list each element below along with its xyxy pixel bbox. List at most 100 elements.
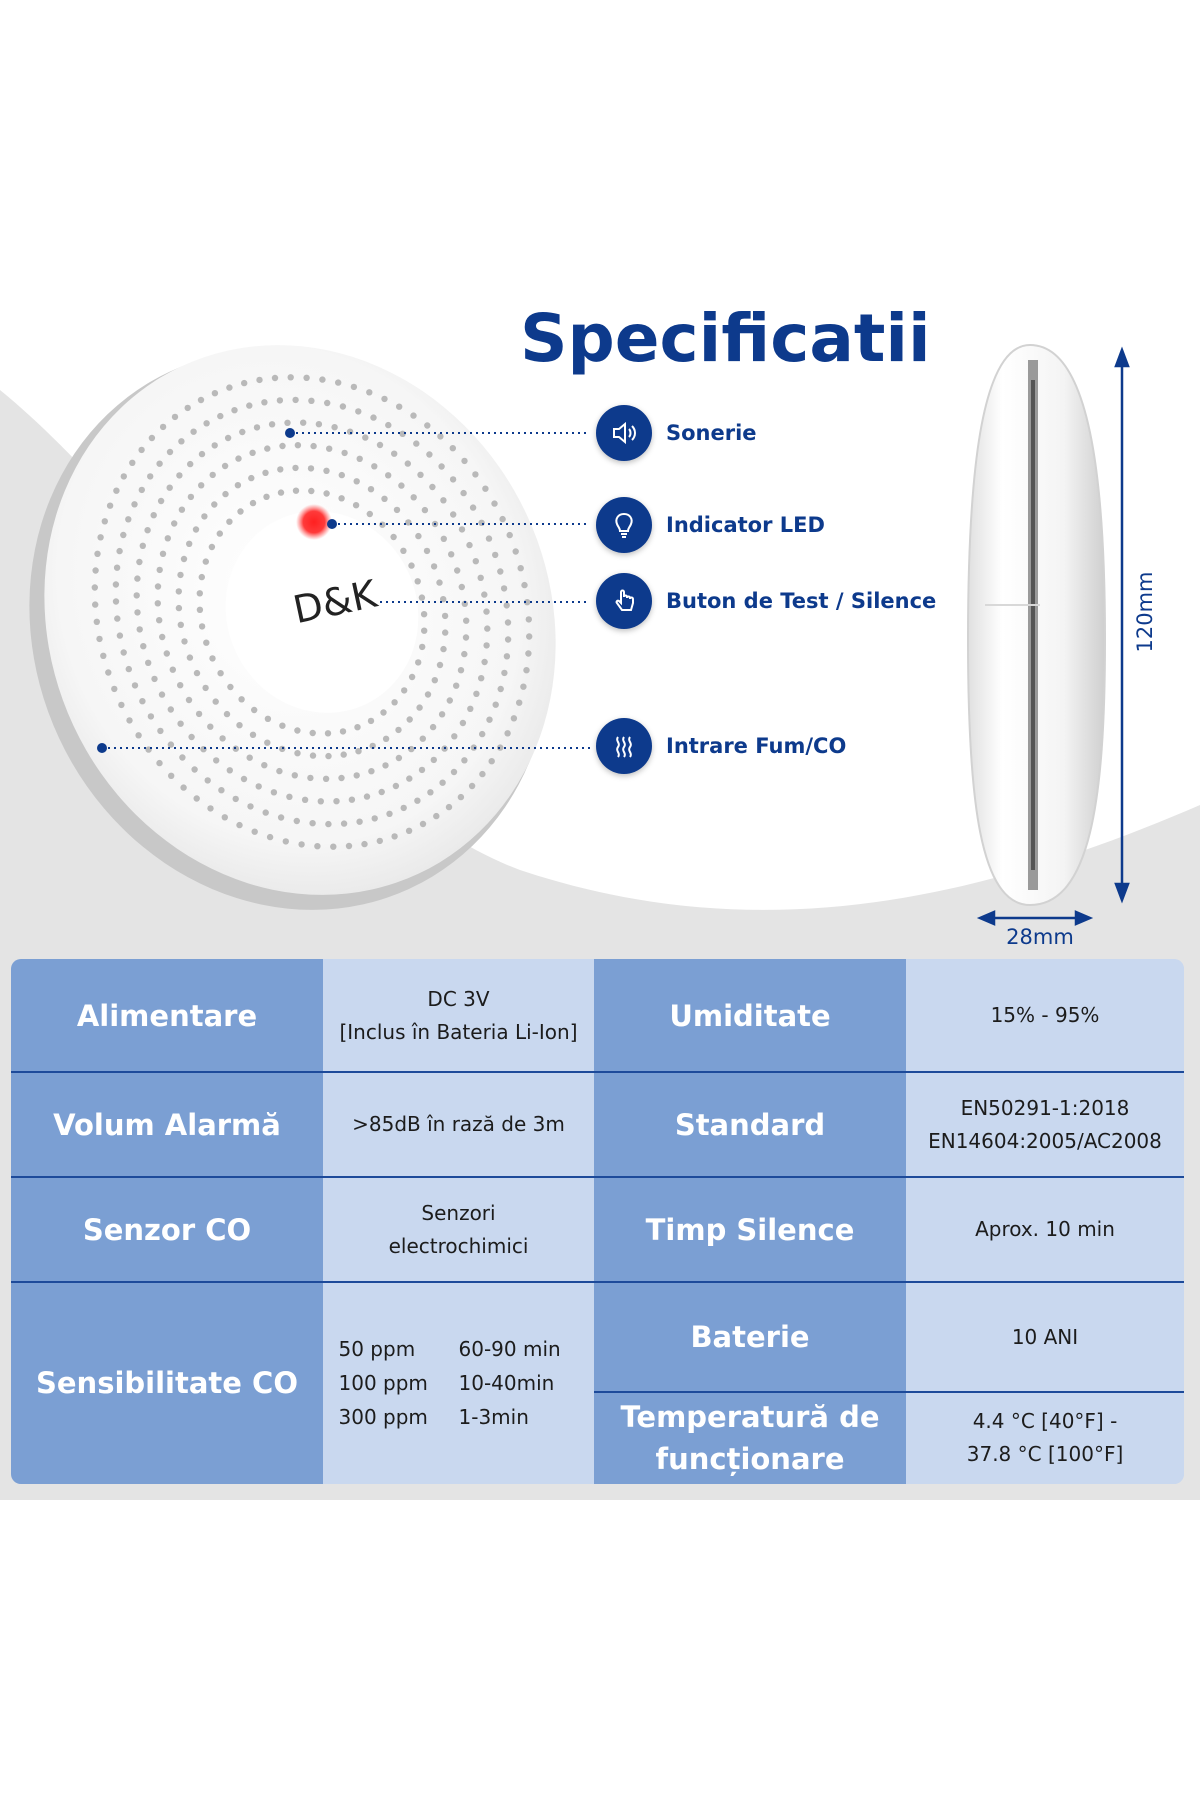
perforation-dot bbox=[92, 567, 99, 574]
perforation-dot bbox=[330, 843, 337, 850]
perforation-dot bbox=[497, 685, 504, 693]
detector-front-view bbox=[29, 345, 556, 910]
perforation-dot bbox=[395, 726, 402, 734]
perforation-dot bbox=[423, 547, 431, 555]
spec-value-volum: >85dB în rază de 3m bbox=[323, 1072, 594, 1177]
perforation-dot bbox=[111, 685, 118, 693]
perforation-dot bbox=[125, 665, 132, 673]
perforation-dot bbox=[164, 535, 171, 542]
perforation-dot bbox=[282, 838, 289, 845]
perforation-dot bbox=[472, 558, 479, 565]
perforation-dot bbox=[208, 543, 216, 551]
perforation-dot bbox=[264, 739, 271, 746]
perforation-dot bbox=[338, 774, 345, 782]
perforation-dot bbox=[430, 756, 437, 764]
perforation-dot bbox=[470, 744, 477, 751]
perforation-dot bbox=[355, 408, 362, 415]
perforation-dot bbox=[178, 506, 186, 513]
perforation-dot bbox=[484, 625, 491, 632]
perforation-dot bbox=[223, 710, 231, 718]
spec-value-baterie: 10 ANI bbox=[906, 1282, 1184, 1392]
speaker-icon bbox=[596, 405, 652, 461]
perforation-dot bbox=[341, 449, 348, 457]
feature-label: Intrare Fum/CO bbox=[666, 734, 847, 758]
perforation-dot bbox=[131, 682, 139, 689]
perforation-dot bbox=[451, 733, 458, 740]
perforation-dot bbox=[159, 633, 166, 641]
perforation-dot bbox=[504, 730, 511, 737]
perforation-dot bbox=[136, 626, 143, 633]
page-title: Specificatii bbox=[520, 300, 931, 377]
perforation-dot bbox=[187, 460, 194, 468]
spec-value-alimentare: DC 3V [Inclus în Bateria Li-Ion] bbox=[323, 959, 594, 1072]
spec-value-line: DC 3V bbox=[427, 986, 490, 1011]
row-divider bbox=[594, 1391, 1184, 1393]
perforation-dot bbox=[450, 768, 458, 776]
perforation-dot bbox=[270, 789, 278, 796]
perforation-dot bbox=[187, 493, 195, 501]
perforation-dot bbox=[500, 585, 508, 592]
perforation-dot bbox=[224, 434, 232, 442]
perforation-dot bbox=[438, 711, 446, 718]
perforation-dot bbox=[391, 699, 398, 706]
perforation-dot bbox=[218, 787, 225, 794]
perforation-dot bbox=[414, 797, 421, 804]
perforation-dot bbox=[322, 775, 330, 782]
spec-value-senzor: Senzori electrochimici bbox=[323, 1177, 594, 1282]
perforation-dot bbox=[276, 397, 284, 404]
perforation-dot bbox=[525, 650, 532, 657]
perforation-dot bbox=[333, 798, 340, 805]
perforation-dot bbox=[204, 777, 211, 784]
perforation-dot bbox=[460, 489, 467, 497]
smoke-icon bbox=[596, 718, 652, 774]
perforation-dot bbox=[382, 762, 389, 769]
perforation-dot bbox=[126, 717, 133, 724]
perforation-dot bbox=[232, 795, 239, 803]
perforation-dot bbox=[213, 757, 220, 764]
perforation-dot bbox=[324, 399, 331, 407]
perforation-dot bbox=[180, 555, 188, 563]
perforation-dot bbox=[284, 419, 291, 426]
perforation-dot bbox=[431, 677, 438, 684]
perforation-dot bbox=[430, 563, 438, 570]
perforation-dot bbox=[186, 540, 193, 547]
perforation-dot bbox=[408, 745, 415, 753]
perforation-dot bbox=[144, 527, 151, 534]
detector-side-view bbox=[966, 343, 1107, 907]
perforation-dot bbox=[440, 497, 447, 504]
perforation-dot bbox=[440, 645, 447, 653]
perforation-dot bbox=[190, 428, 197, 435]
perforation-dot bbox=[461, 757, 468, 764]
perforation-dot bbox=[525, 616, 532, 623]
perforation-dot bbox=[420, 611, 428, 618]
perforation-dot bbox=[211, 390, 219, 397]
perforation-dot bbox=[414, 578, 421, 585]
perforation-dot bbox=[179, 754, 186, 761]
perforation-dot bbox=[361, 840, 368, 848]
perforation-dot bbox=[524, 599, 531, 606]
perforation-dot bbox=[167, 706, 174, 713]
spec-value-line: [Inclus în Bateria Li-Ion] bbox=[339, 1019, 578, 1044]
perforation-dot bbox=[481, 591, 488, 598]
perforation-dot bbox=[276, 767, 283, 775]
perforation-dot bbox=[391, 450, 398, 457]
perforation-dot bbox=[177, 571, 184, 579]
perforation-dot bbox=[323, 467, 330, 474]
perforation-dot bbox=[309, 820, 316, 827]
perforation-dot bbox=[157, 497, 165, 505]
sens-ppm: 100 ppm bbox=[338, 1371, 428, 1395]
spec-value-umiditate: 15% - 95% bbox=[906, 959, 1184, 1072]
perforation-dot bbox=[168, 772, 175, 779]
perforation-dot bbox=[506, 531, 513, 539]
perforation-dot bbox=[198, 623, 206, 630]
perforation-dot bbox=[436, 579, 443, 586]
sens-ppm: 50 ppm bbox=[338, 1337, 416, 1361]
perforation-dot bbox=[405, 827, 413, 834]
perforation-dot bbox=[340, 820, 348, 827]
perforation-dot bbox=[91, 584, 99, 591]
spec-key-temperatura: Temperatură de funcționare bbox=[594, 1392, 906, 1484]
perforation-dot bbox=[458, 526, 466, 533]
feature-indicator-led: Indicator LED bbox=[596, 495, 825, 555]
perforation-dot bbox=[477, 574, 484, 581]
perforation-dot bbox=[211, 501, 218, 508]
